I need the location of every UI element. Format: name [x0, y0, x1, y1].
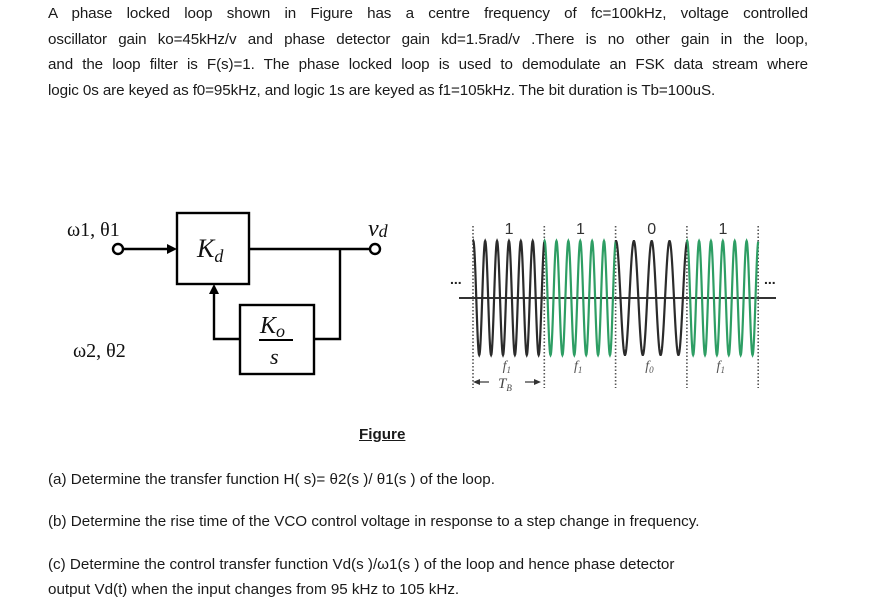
problem-statement: A phase locked loop shown in Figure has …	[48, 1, 808, 104]
problem-line: oscillator gain ko=45kHz/v and phase det…	[48, 30, 808, 48]
bit-label: 1	[505, 221, 514, 238]
pll-block-diagram	[111, 211, 382, 376]
bit-waveform	[614, 239, 688, 357]
problem-line: A phase locked loop shown in Figure has …	[48, 5, 808, 22]
input-terminal	[111, 242, 125, 256]
bit-period-label: TB	[498, 376, 512, 393]
vco-denominator: s	[270, 344, 279, 369]
left-ellipsis: ...	[450, 271, 462, 287]
feedback-arrow-icon	[209, 284, 219, 294]
output-label: vd	[368, 216, 389, 242]
problem-line: logic 0s are keyed as f0=95kHz, and logi…	[48, 82, 716, 100]
bit-label: 1	[576, 221, 585, 238]
problem-line: and the loop filter is F(s)=1. The phase…	[48, 56, 808, 74]
arrow-right-icon	[534, 379, 541, 385]
vco-output-line	[212, 292, 240, 341]
right-ellipsis: ...	[764, 271, 776, 287]
bit-label: 0	[647, 221, 656, 238]
phase-detector-block	[175, 211, 251, 286]
phase-detector-gain-label: Kd	[196, 234, 224, 266]
bit-frequency-label: f0	[645, 359, 654, 375]
output-terminal	[368, 242, 382, 256]
input-label: ω1, θ1	[67, 219, 120, 241]
vco-gain-label: Ko	[259, 313, 285, 341]
input-arrow-icon	[167, 244, 177, 254]
figure-caption: Figure	[359, 426, 406, 443]
question-c-line: (c) Determine the control transfer funct…	[48, 556, 675, 573]
bit-frequency-label: f1	[717, 359, 725, 375]
question-b: (b) Determine the rise time of the VCO c…	[48, 513, 700, 530]
vco-block	[238, 303, 316, 376]
bit-waveform	[471, 238, 546, 358]
bit-waveform	[685, 238, 760, 358]
question-a: (a) Determine the transfer function H( s…	[48, 471, 495, 488]
bit-period-indicator: TB	[473, 376, 541, 393]
bit-waveform	[543, 238, 617, 358]
bit-frequency-label: f1	[503, 359, 511, 375]
arrow-left-icon	[473, 379, 480, 385]
feedback-line	[314, 249, 342, 341]
bit-label: 1	[719, 221, 728, 238]
feedback-label: ω2, θ2	[73, 340, 126, 362]
fsk-waveform: ... ... TB 1 f1 1 f1 0 f0 1 f1	[450, 221, 776, 393]
bit-frequency-label: f1	[574, 359, 582, 375]
question-c: (c) Determine the control transfer funct…	[48, 552, 674, 602]
question-c-line: output Vd(t) when the input changes from…	[48, 581, 460, 598]
